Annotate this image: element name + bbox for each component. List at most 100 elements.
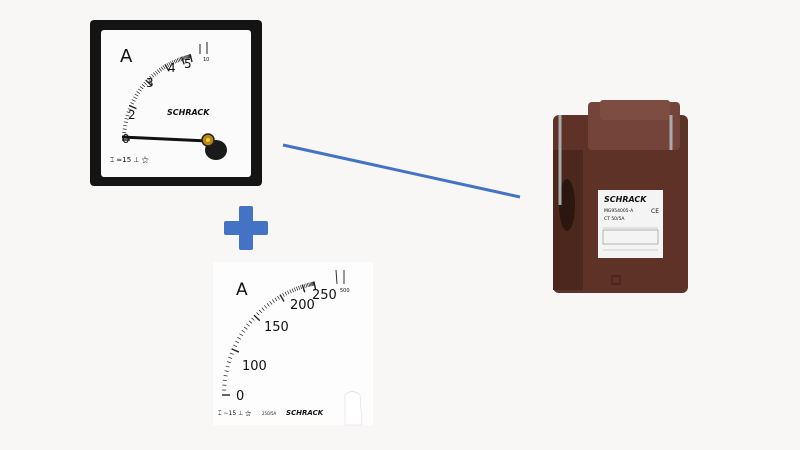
scale-tick	[222, 379, 227, 382]
plate-symbols: ⌶ ∼15 ⊥ ⚝	[218, 410, 251, 417]
ct-label	[598, 190, 663, 258]
scale-tick	[258, 309, 263, 314]
scale-tick	[243, 326, 248, 330]
scale-tick	[187, 54, 190, 59]
scale-tick	[251, 317, 255, 321]
scale-tick	[310, 282, 313, 287]
scale-plate-ticks	[222, 281, 317, 396]
scale-tick	[139, 86, 144, 90]
scale-tick	[246, 323, 250, 327]
scale-tick	[125, 114, 130, 117]
scale-tick	[289, 289, 292, 294]
scale-label: 100	[242, 359, 267, 374]
scale-label: 3	[146, 76, 154, 90]
scale-tick	[235, 340, 240, 344]
scale-tick	[226, 361, 231, 364]
brand-logo: SCHRACK	[286, 409, 324, 417]
scale-tick	[178, 57, 181, 62]
scale-label: 200	[290, 298, 315, 313]
scale-tick	[186, 55, 188, 60]
scale-tick	[311, 281, 314, 286]
scale-tick	[162, 65, 166, 70]
scale-tick	[303, 283, 306, 289]
scale-tick	[138, 88, 142, 92]
scale-tick	[266, 303, 270, 307]
scale-tick	[145, 79, 152, 86]
ammeter: A 0 2 3 4 5 10 SCHRACK ⌶ ≂15 ⊥ ⚝	[90, 20, 262, 186]
scale-tick	[224, 370, 229, 372]
ammeter-unit: A	[120, 46, 133, 67]
scale-tick	[179, 57, 182, 62]
plate-rating: 250/5A	[262, 411, 277, 416]
brand-logo: SCHRACK	[604, 195, 647, 204]
scale-tick	[312, 281, 315, 286]
scale-tick	[157, 69, 160, 73]
scale-label: 0	[122, 132, 130, 146]
scale-tick	[223, 375, 228, 377]
scale-tick	[182, 56, 185, 61]
scale-tick	[301, 284, 306, 293]
scale-tick	[143, 81, 147, 85]
scale-tick	[279, 294, 285, 302]
scale-tick	[153, 72, 157, 76]
scale-tick	[123, 124, 128, 127]
scale-tick	[287, 290, 290, 295]
ce-mark: CE	[651, 208, 659, 215]
scale-tick	[284, 291, 288, 296]
scale-label: 150	[264, 320, 289, 335]
scale-tick	[126, 111, 131, 114]
scale-tick	[282, 292, 285, 297]
scale-tick	[305, 283, 308, 288]
scale-tick	[225, 365, 230, 368]
scale-tick	[228, 356, 233, 359]
scale-tick	[256, 312, 260, 316]
needle	[121, 135, 209, 143]
scale-tick	[264, 305, 268, 309]
scale-tick	[308, 282, 311, 287]
overload-label: 10	[203, 57, 209, 63]
scale-tick	[241, 329, 246, 333]
current-transformer: SCHRACK MG954005-A CT 50/5A CE	[553, 100, 688, 293]
scale-tick	[122, 128, 127, 130]
scale-tick	[269, 301, 273, 305]
scale-tick	[175, 58, 178, 63]
scale-tick	[136, 91, 141, 94]
scale-label: 250	[312, 288, 337, 303]
scale-tick	[313, 281, 317, 290]
scale-tick	[298, 285, 301, 290]
scale-label: 2	[128, 108, 136, 122]
scale-tick	[166, 63, 170, 67]
scale-tick	[123, 121, 128, 123]
scale-label: 5	[184, 57, 192, 71]
ct-model: MG954005-A	[604, 208, 634, 214]
scale-tick	[160, 66, 164, 71]
scale-tick	[253, 314, 261, 322]
scale-tick	[147, 77, 151, 82]
scale-tick	[183, 55, 186, 60]
scale-tick	[231, 348, 240, 353]
scale-tick	[229, 352, 234, 355]
scale-tick	[171, 60, 175, 65]
scale-tick	[233, 344, 238, 347]
scale-tick	[274, 297, 278, 302]
scale-tick	[168, 62, 171, 67]
scale-tick	[296, 286, 299, 291]
scale-tick	[309, 282, 312, 287]
scale-tick	[291, 288, 294, 293]
overload-label: 500	[340, 288, 350, 294]
scale-tick	[124, 118, 129, 120]
scale-tick	[261, 307, 265, 311]
scale-tick	[134, 93, 139, 97]
scale-tick	[141, 83, 146, 88]
plus-icon	[224, 206, 268, 250]
scale-tick	[130, 102, 135, 105]
scale-tick	[239, 333, 244, 337]
scale-tick	[188, 54, 191, 59]
scale-tick	[149, 75, 153, 80]
scale-tick	[127, 108, 132, 111]
scale-plate-unit: A	[236, 280, 248, 300]
scale-tick	[306, 283, 309, 288]
scale-tick	[189, 54, 193, 63]
connector-line	[282, 143, 521, 199]
scale-plate: A 0 100 150 200 250 500 ⌶ ∼15 ⊥ ⚝ 250/5A…	[213, 262, 373, 426]
